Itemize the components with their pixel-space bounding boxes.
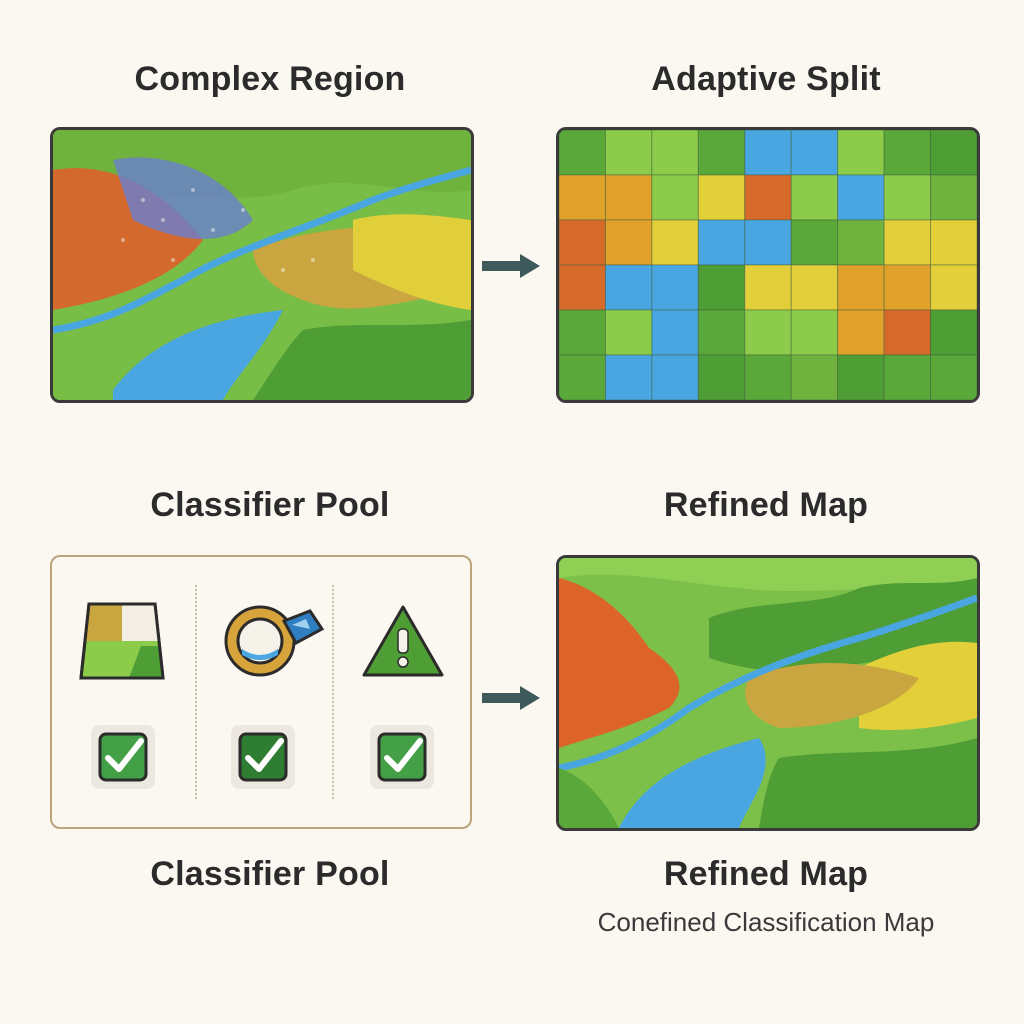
split-grid (559, 130, 977, 400)
grid-cell (559, 354, 606, 400)
adaptive-split-grid (556, 127, 980, 403)
refined-map (556, 555, 980, 831)
classifier-pool-caption: Classifier Pool (150, 855, 390, 893)
adaptive-split-title: Adaptive Split (651, 60, 881, 98)
grid-cell (651, 354, 699, 400)
grid-cell (697, 354, 746, 400)
grid-cell (930, 174, 977, 221)
complex-region-terrain (53, 130, 471, 400)
grid-cell (883, 264, 932, 311)
grid-cell (744, 264, 792, 311)
grid-cell (697, 264, 746, 311)
terrain-block-icon (79, 602, 165, 680)
classifier-1-check[interactable] (91, 725, 155, 789)
refined-map-title: Refined Map (663, 486, 869, 524)
grid-cell (604, 130, 653, 176)
grid-cell (697, 219, 746, 266)
classifier-2-check[interactable] (231, 725, 295, 789)
refined-map-caption: Refined Map (663, 855, 869, 893)
grid-cell (883, 130, 932, 176)
grid-cell (744, 309, 792, 356)
grid-cell (697, 130, 746, 176)
grid-cell (604, 264, 653, 311)
grid-cell (790, 174, 839, 221)
grid-cell (883, 309, 932, 356)
grid-cell (883, 174, 932, 221)
lens-icon (224, 605, 325, 677)
warning-triangle-icon (362, 605, 444, 677)
grid-cell (837, 174, 885, 221)
grid-cell (837, 309, 885, 356)
complex-region-map (50, 127, 474, 403)
grid-cell (744, 219, 792, 266)
grid-cell (604, 174, 653, 221)
grid-cell (559, 130, 606, 176)
grid-cell (559, 264, 606, 311)
grid-cell (930, 309, 977, 356)
grid-cell (651, 309, 699, 356)
grid-cell (930, 354, 977, 400)
grid-cell (604, 219, 653, 266)
grid-cell (651, 219, 699, 266)
arrow-right-icon (482, 686, 540, 710)
grid-cell (559, 174, 606, 221)
grid-cell (651, 174, 699, 221)
grid-cell (790, 354, 839, 400)
grid-cell (559, 219, 606, 266)
check-icon (98, 732, 148, 782)
pool-divider (332, 585, 334, 799)
classifier-3-check[interactable] (370, 725, 434, 789)
grid-cell (604, 309, 653, 356)
check-icon (377, 732, 427, 782)
grid-cell (837, 264, 885, 311)
grid-cell (930, 264, 977, 311)
classifier-pool-title: Classifier Pool (150, 486, 390, 524)
grid-cell (883, 354, 932, 400)
check-icon (238, 732, 288, 782)
grid-cell (559, 309, 606, 356)
grid-cell (883, 219, 932, 266)
pool-divider (195, 585, 197, 799)
grid-cell (651, 130, 699, 176)
grid-cell (697, 174, 746, 221)
grid-cell (930, 219, 977, 266)
classifier-pool-box (50, 555, 472, 829)
arrow-right-icon (482, 254, 540, 278)
complex-region-title: Complex Region (134, 60, 406, 98)
grid-cell (651, 264, 699, 311)
grid-cell (930, 130, 977, 176)
grid-cell (790, 219, 839, 266)
refined-terrain (559, 558, 977, 828)
grid-cell (837, 354, 885, 400)
grid-cell (697, 309, 746, 356)
grid-cell (837, 219, 885, 266)
refined-map-subcaption: Conefined Classification Map (597, 907, 935, 937)
grid-cell (744, 130, 792, 176)
grid-cell (604, 354, 653, 400)
grid-cell (790, 264, 839, 311)
grid-cell (790, 309, 839, 356)
grid-cell (744, 174, 792, 221)
grid-cell (744, 354, 792, 400)
grid-cell (790, 130, 839, 176)
grid-cell (837, 130, 885, 176)
